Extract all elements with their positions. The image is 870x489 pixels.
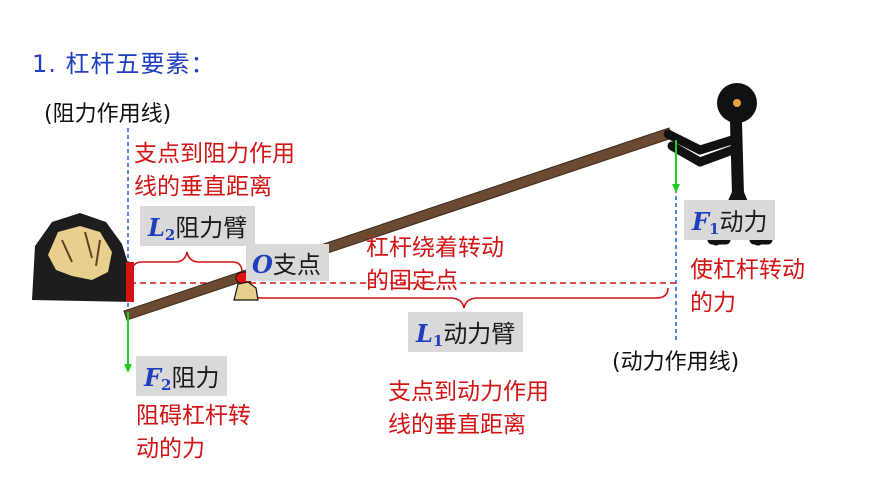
effort-definition: 使杠杆转动 的力: [690, 257, 805, 316]
l2-brace: [131, 251, 243, 273]
f1-label: F1动力: [684, 200, 776, 240]
resistance-arm-definition: 支点到阻力作用 线的垂直距离: [134, 141, 295, 200]
effort-force-arrow: [672, 140, 680, 193]
l2-label: L2阻力臂: [140, 206, 256, 246]
resistance-definition: 阻碍杠杆转 动的力: [136, 403, 251, 462]
l1-label: L1动力臂: [408, 312, 524, 352]
resistance-force-arrow: [124, 312, 132, 373]
fulcrum-definition: 杠杆绕着转动 的固定点: [366, 235, 504, 294]
effort-line-label: (动力作用线): [612, 350, 740, 375]
page-title: 1. 杠杆五要素：: [32, 50, 216, 78]
fulcrum-label: O支点: [246, 244, 329, 281]
effort-arm-definition: 支点到动力作用 线的垂直距离: [388, 379, 549, 438]
stone-icon: [32, 213, 134, 302]
resistance-line-label: (阻力作用线): [44, 102, 172, 127]
f2-label: F2阻力: [136, 356, 228, 396]
